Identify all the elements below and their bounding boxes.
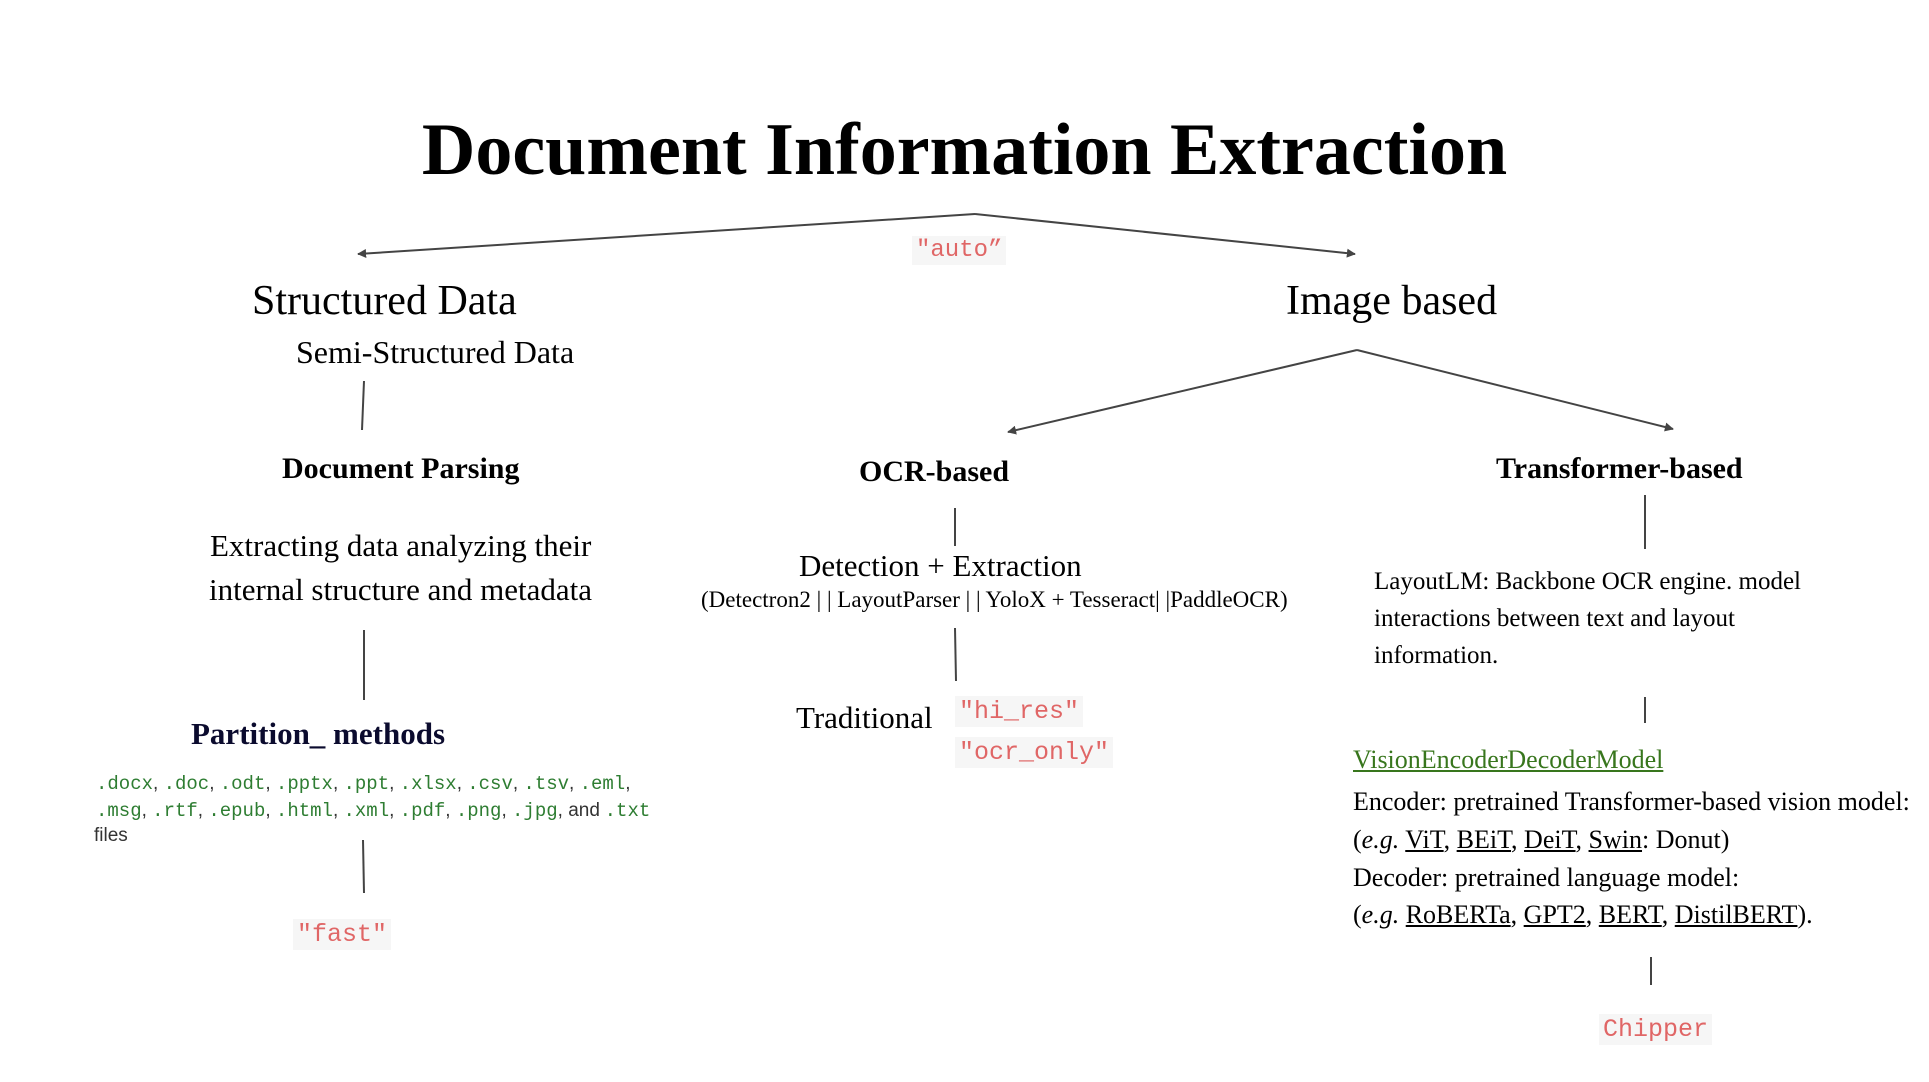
ext-pdf: .pdf [399, 800, 446, 822]
decoder-examples: (e.g. RoBERTa, GPT2, BERT, DistilBERT). [1353, 900, 1813, 929]
strategy-fast: "fast" [293, 919, 392, 950]
ext-html: .html [275, 800, 333, 822]
semi-structured-data-heading: Semi-Structured Data [296, 334, 575, 370]
ext-msg: .msg [96, 800, 142, 822]
vision-encoder-decoder-link[interactable]: VisionEncoderDecoderModel [1353, 745, 1664, 774]
arrow-to-transformer [1356, 349, 1674, 432]
ext-docx: .docx [96, 773, 154, 795]
structured-data-heading: Structured Data [252, 278, 517, 324]
encoder-suffix: : Donut) [1642, 825, 1730, 854]
parsing-desc-line2: internal structure and metadata [209, 572, 593, 607]
model-roberta-link[interactable]: RoBERTa [1405, 900, 1511, 929]
layoutlm-line1: LayoutLM: Backbone OCR engine. model [1374, 568, 1802, 595]
strategy-chipper: Chipper [1599, 1014, 1713, 1045]
image-based-heading: Image based [1286, 278, 1498, 324]
ext-png: .png [455, 800, 502, 822]
arrow-to-structured [357, 213, 976, 258]
decoder-eg-open: ( [1353, 900, 1362, 929]
ocr-based-title: OCR-based [859, 455, 1010, 488]
model-distilbert-link[interactable]: DistilBERT [1674, 900, 1798, 929]
extensions-line2: .msg, .rtf, .epub, .html, .xml, .pdf, .p… [96, 800, 651, 822]
traditional-label: Traditional [796, 700, 933, 735]
ext-txt: .txt [604, 800, 651, 822]
model-beit-link[interactable]: BEiT [1456, 825, 1512, 854]
strategy-auto: "auto” [912, 236, 1007, 265]
arrow-to-image-based [974, 213, 1356, 258]
ext-pptx: .pptx [275, 773, 333, 795]
transformer-based-title: Transformer-based [1496, 452, 1743, 485]
ext-xlsx: .xlsx [399, 773, 457, 795]
ext-doc: .doc [163, 773, 210, 795]
encoder-examples: (e.g. ViT, BEiT, DeiT, Swin: Donut) [1353, 825, 1730, 854]
arrow-to-ocr [1007, 349, 1358, 435]
layoutlm-line2: interactions between text and layout [1374, 605, 1735, 632]
encoder-eg: e.g. [1361, 825, 1400, 854]
ext-odt: .odt [219, 773, 266, 795]
strategy-ocr-only: "ocr_only" [955, 737, 1114, 768]
layoutlm-line3: information. [1374, 642, 1499, 669]
decoder-eg: e.g. [1361, 900, 1400, 929]
ext-xml: .xml [343, 800, 390, 822]
tick-semi-to-parsing [361, 380, 365, 431]
model-gpt2-link[interactable]: GPT2 [1523, 900, 1586, 929]
strategy-hi-res: "hi_res" [955, 696, 1084, 727]
extensions-files: files [94, 825, 128, 846]
tick-partition-to-fast [362, 839, 365, 894]
model-bert-link[interactable]: BERT [1598, 900, 1662, 929]
ext-ppt: .ppt [343, 773, 390, 795]
page-title: Document Information Extraction [421, 109, 1508, 191]
ext-epub: .epub [208, 800, 266, 822]
encoder-line: Encoder: pretrained Transformer-based vi… [1353, 787, 1910, 816]
document-parsing-title: Document Parsing [282, 452, 520, 485]
decoder-suffix: ). [1797, 900, 1813, 929]
ext-csv: .csv [467, 773, 513, 795]
model-vit-link[interactable]: ViT [1405, 825, 1444, 854]
ext-tsv: .tsv [523, 773, 570, 795]
ext-and: and [568, 800, 600, 821]
extensions-line1: .docx, .doc, .odt, .pptx, .ppt, .xlsx, .… [96, 773, 631, 795]
model-swin-link[interactable]: Swin [1588, 825, 1643, 854]
encoder-eg-open: ( [1353, 825, 1362, 854]
tick-detection-to-traditional [954, 627, 957, 682]
decoder-line: Decoder: pretrained language model: [1353, 863, 1740, 892]
ext-eml: .eml [579, 773, 626, 795]
model-deit-link[interactable]: DeiT [1524, 825, 1576, 854]
ext-rtf: .rtf [152, 800, 198, 822]
ocr-tools: (Detectron2 | | LayoutParser | | YoloX +… [701, 587, 1288, 612]
parsing-desc-line1: Extracting data analyzing their [210, 528, 592, 563]
ext-jpg: .jpg [512, 800, 558, 822]
partition-methods-title: Partition_ methods [191, 716, 446, 751]
detection-extraction: Detection + Extraction [799, 548, 1082, 583]
